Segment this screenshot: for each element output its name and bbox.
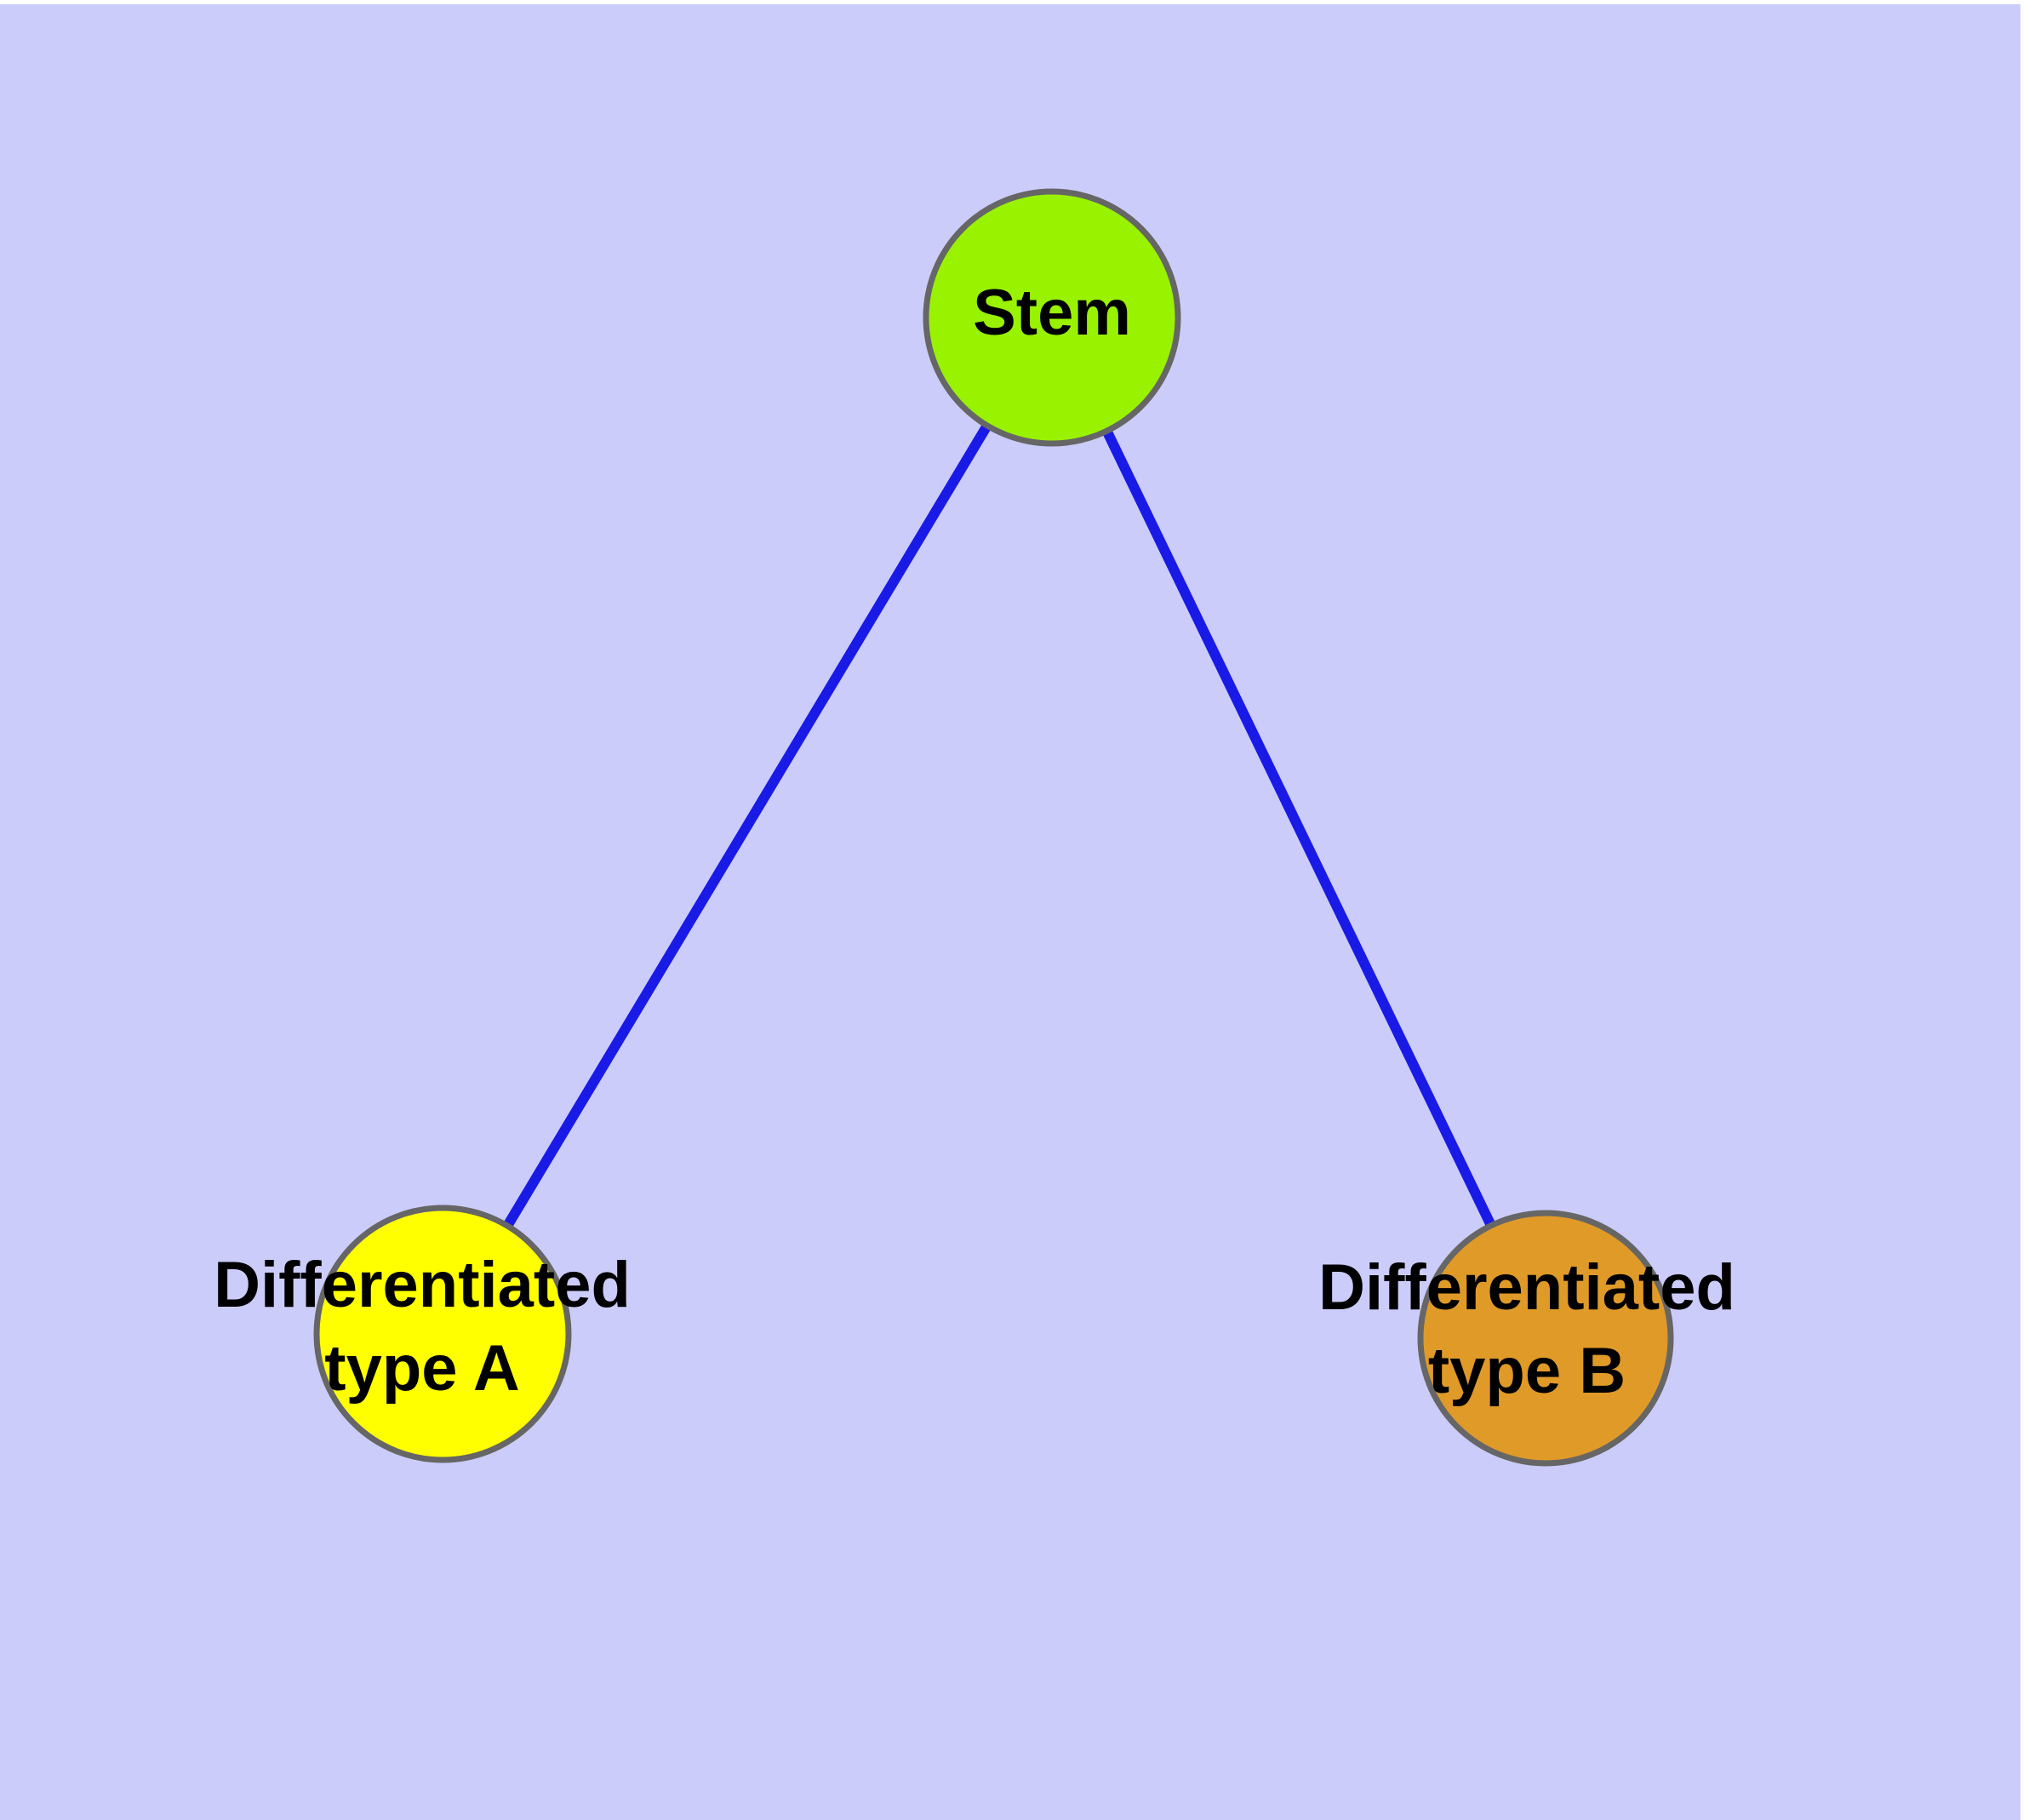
edge-stem-to-differentiated-type-b[interactable] — [1047, 315, 1551, 1341]
node-circle-stem[interactable] — [923, 188, 1181, 447]
node-label-stem: Stem — [973, 277, 1131, 349]
label-layer: Stem Differentiated type A Differentiate… — [214, 277, 1735, 1407]
node-label-differentiated-type-a-line1: Differentiated — [214, 1249, 631, 1321]
edge-layer — [437, 314, 1551, 1341]
node-circle-differentiated-type-a[interactable] — [313, 1205, 572, 1463]
node-label-differentiated-type-b-line1: Differentiated — [1318, 1251, 1735, 1324]
edge-stem-to-differentiated-type-a[interactable] — [437, 314, 1057, 1337]
node-layer — [313, 188, 1674, 1467]
node-label-differentiated-type-a-line2: type A — [324, 1332, 519, 1405]
node-circle-differentiated-type-b[interactable] — [1417, 1210, 1674, 1467]
node-label-differentiated-type-b-line2: type B — [1428, 1335, 1626, 1407]
